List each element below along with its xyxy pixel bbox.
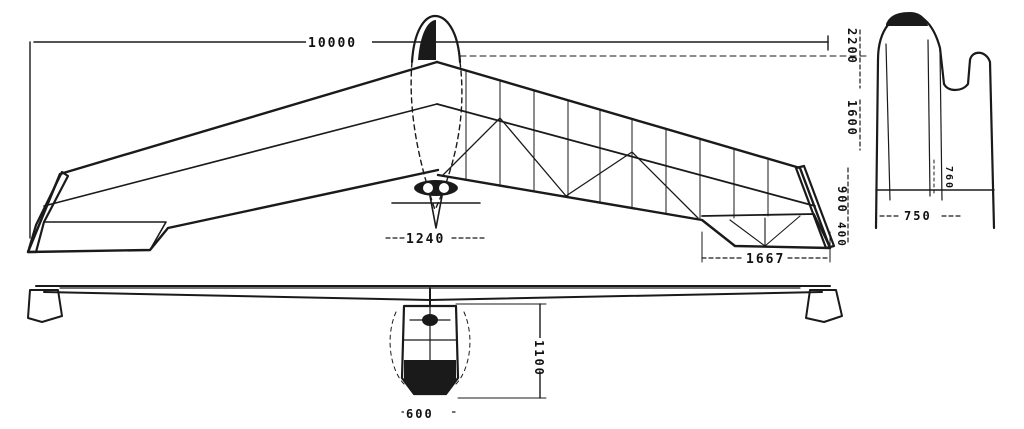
chord-mid-label: 1600: [845, 100, 859, 137]
landing-skid: [391, 195, 481, 229]
right-elevon-truss: [729, 215, 801, 247]
right-wing-outline: [435, 60, 832, 250]
right-elevon: [701, 213, 831, 249]
side-nose-cap: [886, 12, 928, 26]
chord-top-label: 2200: [845, 28, 859, 65]
plan-width-label: 1240: [406, 232, 445, 247]
left-elevon: [43, 221, 167, 251]
elevon-dimension-label: 1667: [746, 252, 785, 267]
fuselage-width-label: 600: [406, 407, 434, 421]
fuselage-height-label: 1100: [532, 340, 546, 377]
side-fuselage-outline: [874, 12, 996, 230]
left-wingtip-fin: [26, 170, 70, 254]
span-dimension: 10000: [29, 34, 829, 239]
right-wingtip-fin: [794, 164, 836, 250]
fuselage-nose-plan: [410, 14, 462, 64]
front-fuselage-arc: [389, 311, 471, 385]
fuselage-nose-hatch: [418, 20, 436, 60]
right-wing-bracing: [441, 117, 699, 219]
elevon-dimension: 1667: [701, 231, 831, 267]
chord-dimensions: 2200 1600 900 400: [459, 28, 867, 248]
plan-width-dimension: 1240: [385, 232, 487, 247]
fin-height-label: 760: [943, 166, 954, 190]
cockpit-pod: [414, 180, 458, 196]
front-view: 1100 600: [27, 285, 843, 421]
side-view: 760 750: [874, 12, 996, 230]
tip-small-label: 400: [835, 222, 848, 248]
right-wing-ribs: [465, 70, 769, 219]
plan-view: [26, 14, 836, 254]
front-left-tip-block: [27, 289, 63, 323]
front-right-tip-block: [805, 289, 843, 323]
side-frame-inner: [885, 39, 943, 201]
tip-chord-label: 900: [835, 186, 849, 214]
pilot-head: [422, 314, 438, 326]
front-fuselage-dark: [404, 360, 456, 394]
fin-width-label: 750: [904, 209, 932, 223]
left-wing-outline: [26, 60, 440, 254]
fuselage-dashed-outline: [410, 61, 463, 211]
span-dimension-label: 10000: [308, 36, 357, 51]
left-wing-spar-line: [43, 103, 438, 207]
